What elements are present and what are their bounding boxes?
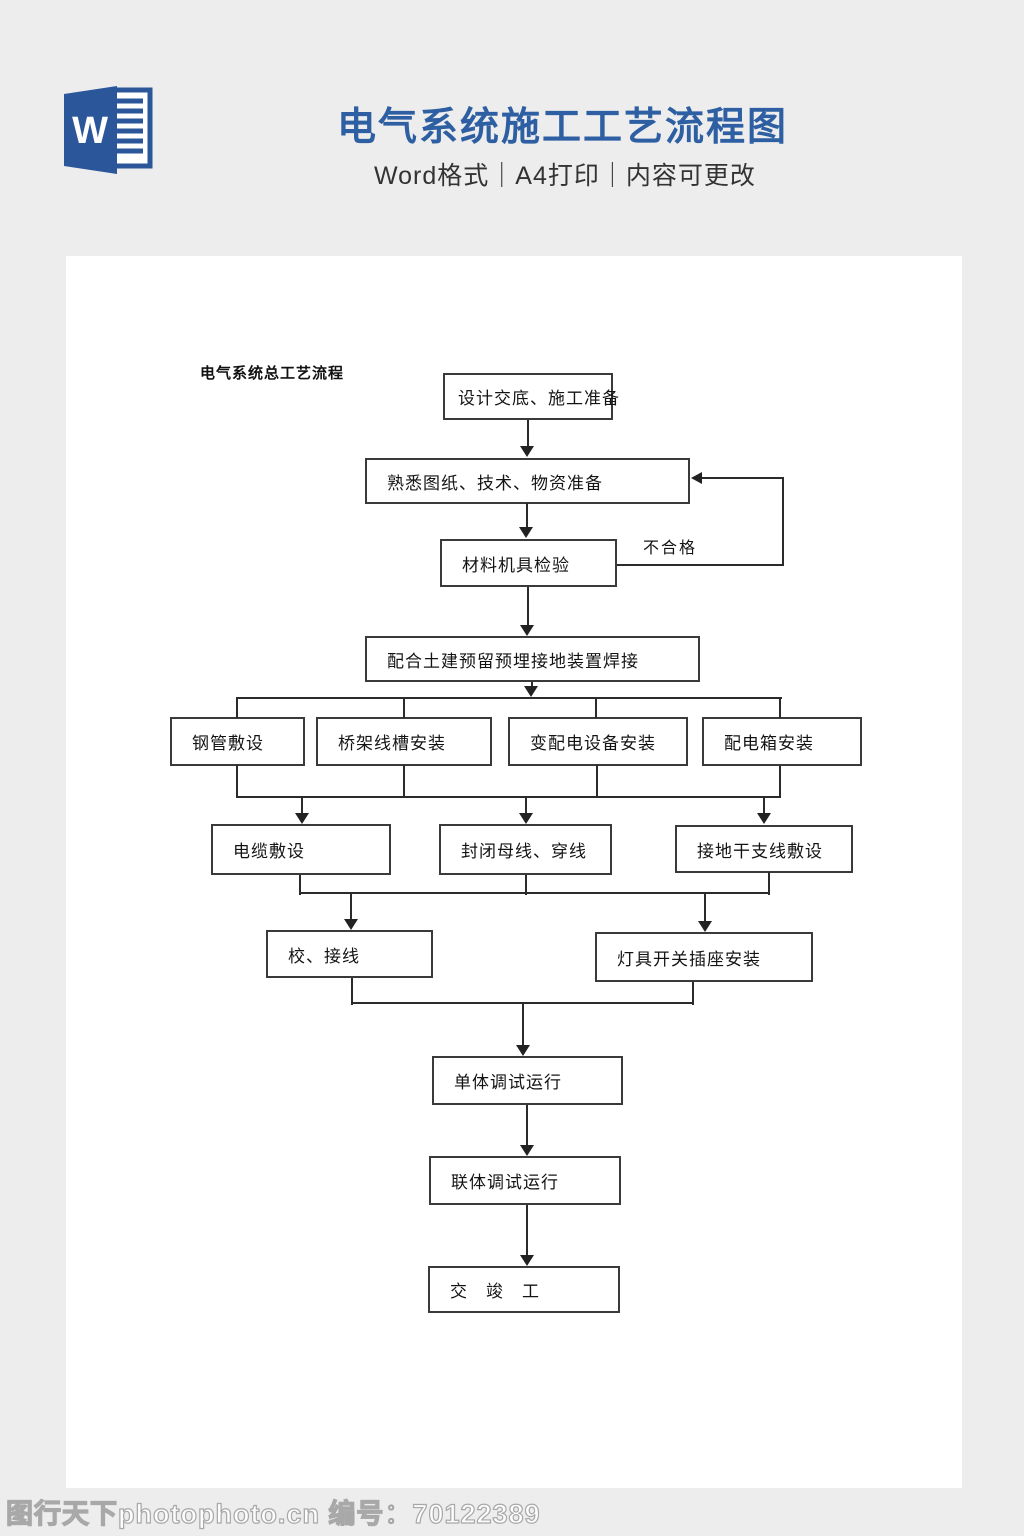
connector-line bbox=[351, 1002, 694, 1004]
connector-line bbox=[596, 765, 598, 798]
connector-line bbox=[236, 765, 238, 798]
feedback-loop-line bbox=[617, 564, 784, 566]
flow-node-busway-wiring: 封闭母线、穿线 bbox=[439, 824, 612, 875]
word-icon-cover bbox=[64, 86, 117, 174]
connector-line bbox=[522, 1003, 524, 1048]
connector-line bbox=[595, 698, 597, 718]
connector-line bbox=[299, 875, 301, 895]
watermark-text: 图行天下photophoto.cn 编号：70122389 bbox=[5, 1498, 541, 1529]
flow-node-lamp-switch-socket-install: 灯具开关插座安装 bbox=[595, 932, 813, 982]
arrowhead-down-icon bbox=[757, 813, 771, 824]
page-subtitle: Word格式｜A4打印｜内容可更改 bbox=[374, 162, 756, 190]
flow-node-design-handover: 设计交底、施工准备 bbox=[443, 373, 619, 420]
flow-node-check-wiring: 校、接线 bbox=[266, 930, 433, 978]
flow-node-joint-test-run: 联体调试运行 bbox=[429, 1156, 621, 1205]
flow-node-distribution-box-install: 配电箱安装 bbox=[702, 717, 862, 766]
flow-node-single-unit-test-run: 单体调试运行 bbox=[432, 1056, 623, 1105]
connector-line bbox=[525, 875, 527, 895]
flow-node-grounding-branch-laying: 接地干支线敷设 bbox=[675, 825, 853, 873]
connector-line bbox=[779, 698, 781, 718]
connector-line bbox=[403, 765, 405, 798]
arrowhead-down-icon bbox=[519, 527, 533, 538]
connector-line bbox=[704, 893, 706, 923]
flow-node-embedded-grounding-welding: 配合土建预留预埋接地装置焊接 bbox=[365, 636, 700, 682]
connector-line bbox=[692, 982, 694, 1005]
arrowhead-down-icon bbox=[520, 446, 534, 457]
flow-node-material-inspection: 材料机具检验 bbox=[440, 539, 617, 587]
connector-line bbox=[779, 766, 781, 798]
connector-line bbox=[525, 797, 527, 815]
connector-line bbox=[236, 697, 782, 699]
arrowhead-down-icon bbox=[519, 813, 533, 824]
flow-node-handover-completion: 交 竣 工 bbox=[428, 1266, 620, 1313]
flow-node-steel-pipe-laying: 钢管敷设 bbox=[170, 717, 305, 766]
word-icon-letter: W bbox=[72, 110, 108, 152]
arrowhead-left-icon bbox=[691, 472, 702, 484]
connector-line bbox=[763, 798, 765, 815]
connector-line bbox=[403, 698, 405, 718]
arrowhead-down-icon bbox=[524, 686, 538, 697]
connector-line bbox=[299, 892, 770, 894]
connector-line bbox=[350, 893, 352, 921]
word-icon: W bbox=[64, 86, 153, 174]
flow-node-cable-laying: 电缆敷设 bbox=[211, 824, 391, 875]
arrowhead-down-icon bbox=[516, 1045, 530, 1056]
arrowhead-down-icon bbox=[520, 625, 534, 636]
feedback-loop-line bbox=[782, 477, 784, 566]
arrowhead-down-icon bbox=[520, 1145, 534, 1156]
arrowhead-down-icon bbox=[520, 1255, 534, 1266]
flow-section-label: 电气系统总工艺流程 bbox=[200, 366, 345, 382]
connector-line bbox=[526, 503, 528, 531]
connector-line bbox=[301, 797, 303, 815]
arrowhead-down-icon bbox=[698, 921, 712, 932]
connector-line bbox=[527, 587, 529, 629]
connector-line bbox=[526, 1205, 528, 1258]
connector-line bbox=[527, 420, 529, 450]
connector-line bbox=[526, 1105, 528, 1148]
feedback-loop-line bbox=[697, 477, 783, 479]
connector-line bbox=[768, 872, 770, 895]
arrowhead-down-icon bbox=[344, 919, 358, 930]
connector-line bbox=[236, 698, 238, 718]
connector-line bbox=[351, 978, 353, 1005]
connector-line bbox=[236, 796, 781, 798]
arrowhead-down-icon bbox=[295, 813, 309, 824]
flow-edge-label-reject: 不合格 bbox=[643, 540, 698, 557]
flow-node-drawing-preparation: 熟悉图纸、技术、物资准备 bbox=[365, 458, 690, 504]
flow-node-transformer-equipment-install: 变配电设备安装 bbox=[508, 717, 688, 766]
flow-node-cable-tray-install: 桥架线槽安装 bbox=[316, 717, 492, 766]
page-title: 电气系统施工工艺流程图 bbox=[337, 106, 789, 149]
